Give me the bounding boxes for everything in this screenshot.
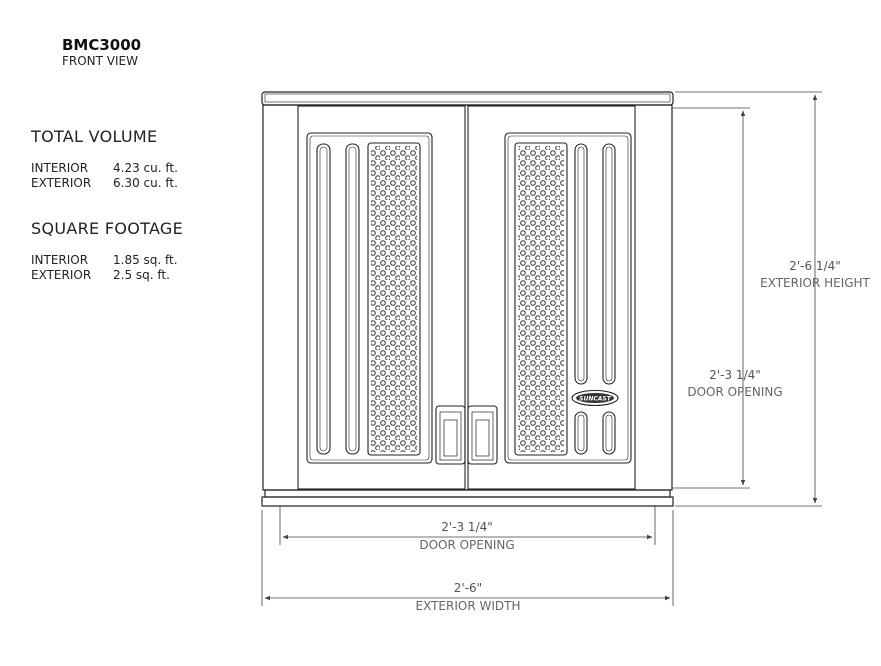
door-opening-width-label: DOOR OPENING [419, 538, 515, 552]
spec-label: INTERIOR [31, 253, 89, 267]
exterior-height-value: 2'-6 1/4" [789, 259, 841, 273]
spec-label: INTERIOR [31, 161, 89, 175]
door-opening-width-value: 2'-3 1/4" [441, 520, 493, 534]
spec-label: EXTERIOR [31, 176, 92, 190]
brand-logo: SUNCAST [571, 389, 619, 407]
square-footage-interior: INTERIOR 1.85 sq. ft. [31, 253, 178, 268]
door-opening-width-dimension [279, 505, 656, 545]
spec-label: EXTERIOR [31, 268, 92, 282]
spec-value: 4.23 cu. ft. [113, 161, 178, 175]
exterior-height-dimension [675, 91, 822, 507]
square-footage-title: SQUARE FOOTAGE [31, 219, 184, 238]
total-volume-title: TOTAL VOLUME [31, 127, 158, 146]
spec-value: 6.30 cu. ft. [113, 176, 178, 190]
exterior-width-label: EXTERIOR WIDTH [415, 599, 521, 613]
cabinet-body [261, 91, 674, 507]
exterior-width-dimension [261, 510, 674, 606]
left-door [297, 105, 466, 490]
total-volume-interior: INTERIOR 4.23 cu. ft. [31, 161, 178, 176]
exterior-width-value: 2'-6" [453, 581, 483, 595]
svg-text:SUNCAST: SUNCAST [579, 396, 612, 403]
square-footage-exterior: EXTERIOR 2.5 sq. ft. [31, 268, 170, 283]
exterior-height-label: EXTERIOR HEIGHT [760, 276, 870, 290]
total-volume-exterior: EXTERIOR 6.30 cu. ft. [31, 176, 178, 191]
door-opening-height-label: DOOR OPENING [687, 385, 783, 399]
view-label: FRONT VIEW [62, 54, 139, 68]
spec-value: 1.85 sq. ft. [113, 253, 178, 267]
door-opening-height-value: 2'-3 1/4" [709, 368, 761, 382]
right-door [467, 105, 636, 490]
spec-value: 2.5 sq. ft. [113, 268, 170, 282]
door-opening-height-dimension [672, 107, 750, 489]
model-number: BMC3000 [62, 36, 142, 54]
